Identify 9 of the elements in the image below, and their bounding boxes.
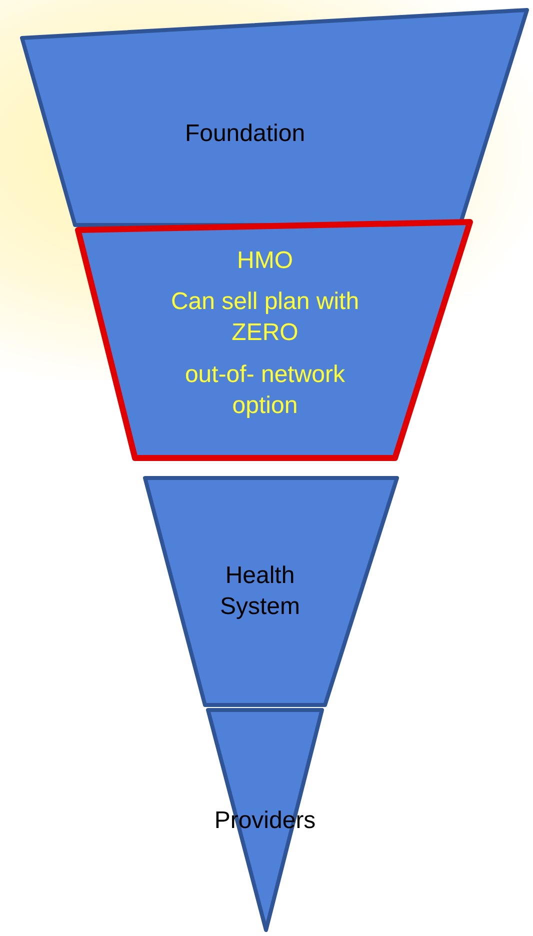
funnel-tier [78, 222, 470, 458]
tier-label: Foundation [184, 119, 306, 149]
tier-label: HMO [237, 246, 293, 276]
funnel-tier [22, 10, 527, 225]
tier-label: Health System [218, 561, 301, 622]
tier-label: Can sell plan with ZERO [170, 287, 360, 348]
funnel-tier [145, 478, 397, 705]
tier-label: out-of- network option [184, 360, 346, 421]
funnel-tier [208, 710, 322, 930]
